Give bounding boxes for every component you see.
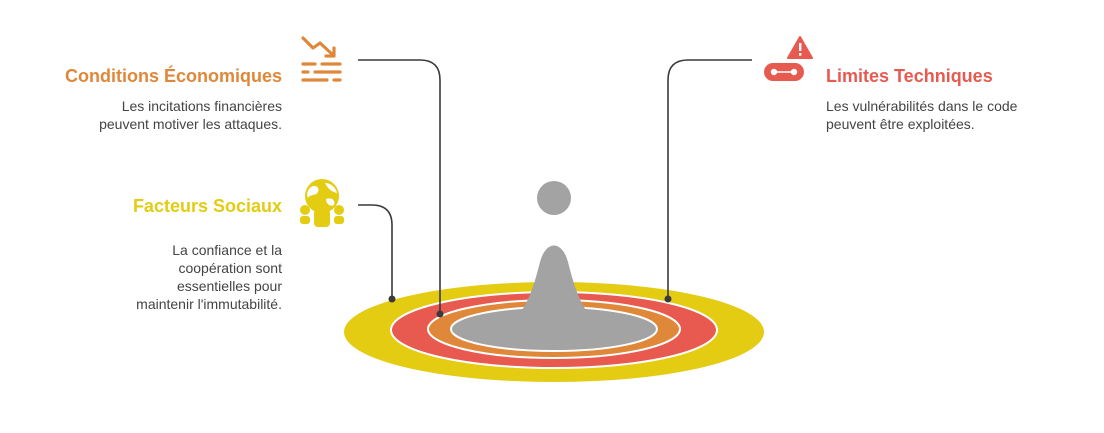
social-desc-line-1: La confiance et la bbox=[172, 242, 282, 258]
trend-down-icon bbox=[301, 36, 342, 82]
warning-link-icon bbox=[764, 36, 813, 81]
technical-title: Limites Techniques bbox=[826, 66, 993, 86]
social-desc-line-4: maintenir l'immutabilité. bbox=[136, 296, 282, 312]
connector-social bbox=[358, 204, 393, 299]
connector-economic-dot bbox=[436, 310, 444, 318]
technical-desc-line-1: Les vulnérabilités dans le code bbox=[826, 98, 1018, 114]
connector-economic bbox=[358, 59, 441, 314]
figure-head bbox=[537, 181, 571, 215]
connector-technical-dot bbox=[664, 295, 672, 303]
economic-desc-line-1: Les incitations financières bbox=[121, 98, 282, 114]
connector-social-dot bbox=[388, 295, 396, 303]
social-title: Facteurs Sociaux bbox=[132, 196, 282, 216]
economic-desc-line-2: peuvent motiver les attaques. bbox=[99, 116, 282, 132]
social-desc-line-2: coopération sont bbox=[178, 260, 282, 276]
economic-title: Conditions Économiques bbox=[64, 66, 282, 86]
technical-desc-line-2: peuvent être exploitées. bbox=[826, 116, 975, 132]
peak-shape bbox=[490, 245, 618, 337]
globe-people-icon bbox=[300, 179, 344, 227]
social-desc-line-3: essentielles pour bbox=[176, 278, 282, 294]
connector-technical bbox=[667, 59, 752, 299]
social-desc: La confiance et la coopération sont esse… bbox=[136, 241, 282, 313]
economic-desc: Les incitations financières peuvent moti… bbox=[99, 97, 282, 133]
technical-desc: Les vulnérabilités dans le code peuvent … bbox=[826, 97, 1017, 133]
